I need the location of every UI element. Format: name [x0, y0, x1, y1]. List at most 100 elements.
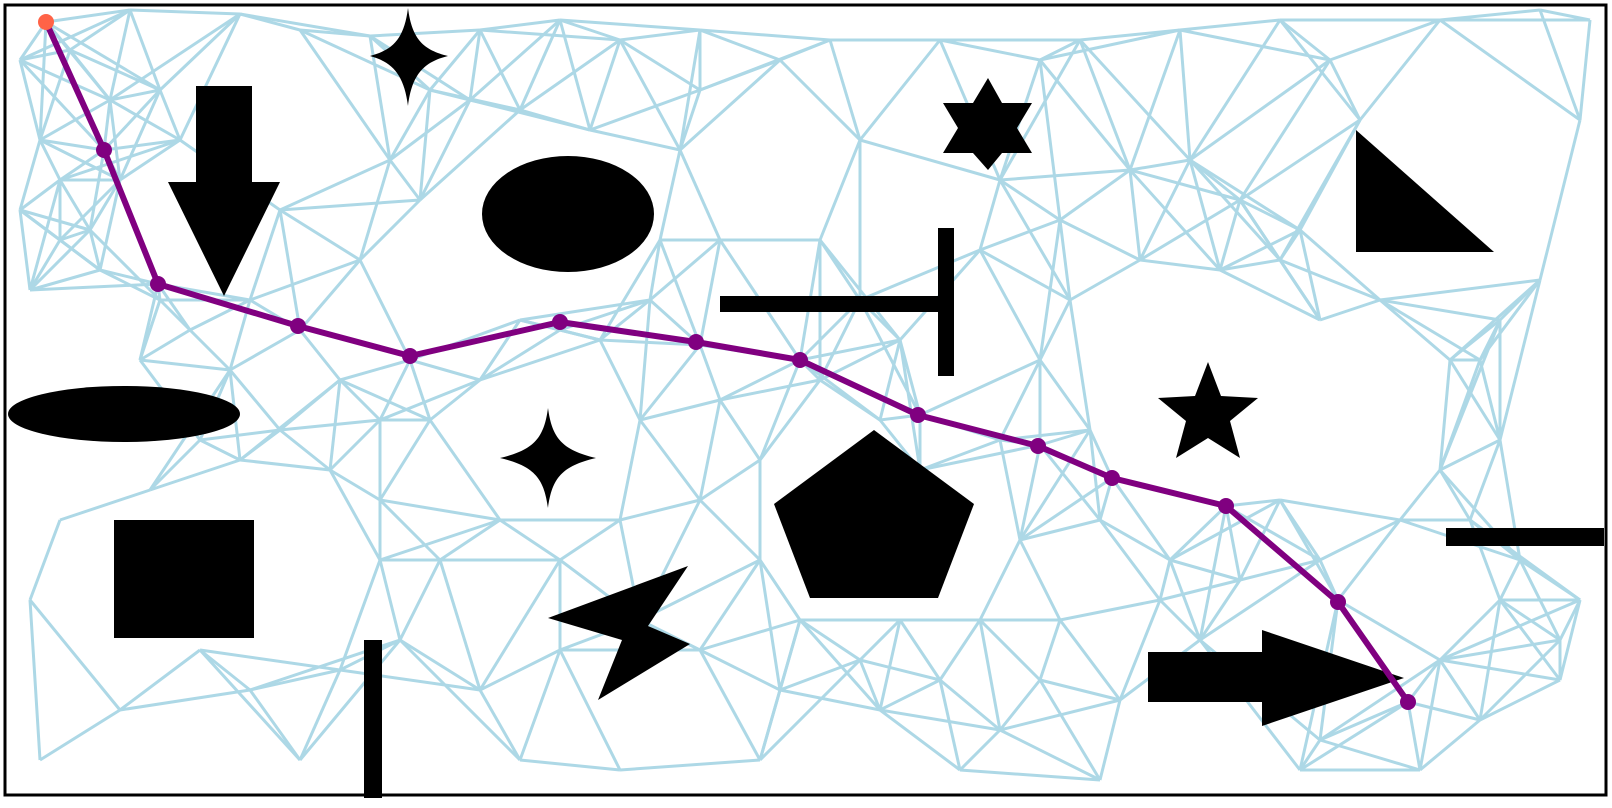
roadmap-edge: [409, 358, 481, 382]
obstacle-bar-vertical: [364, 640, 382, 798]
roadmap-edge: [1168, 559, 1202, 641]
roadmap-edge: [699, 648, 781, 692]
roadmap-edge: [138, 283, 160, 361]
roadmap-edge: [279, 198, 421, 212]
roadmap-edge: [1059, 218, 1141, 262]
roadmap-edge: [279, 208, 361, 262]
roadmap-edge: [109, 98, 181, 142]
roadmap-edge: [1238, 499, 1282, 581]
roadmap-edge: [1219, 228, 1301, 272]
roadmap-edge: [859, 658, 941, 682]
roadmap-edge: [99, 268, 159, 286]
roadmap-edge: [428, 419, 502, 521]
roadmap-edge: [1439, 638, 1561, 662]
roadmap-edge: [1379, 278, 1541, 302]
roadmap-edge: [658, 239, 702, 346]
roadmap-edge: [58, 178, 122, 242]
roadmap-edge: [979, 218, 1061, 252]
roadmap-edge: [858, 39, 942, 141]
roadmap-edge: [248, 689, 302, 761]
roadmap-edge: [639, 398, 721, 422]
roadmap-edge: [1278, 229, 1302, 261]
roadmap-edge: [1188, 19, 1282, 161]
roadmap-edge: [28, 239, 62, 291]
roadmap-edge: [378, 559, 402, 641]
roadmap-edge: [29, 268, 101, 292]
roadmap-edge: [519, 758, 621, 772]
roadmap-edge: [1139, 258, 1221, 272]
roadmap-edge: [559, 328, 601, 342]
roadmap-edge: [1159, 578, 1241, 602]
roadmap-edge: [958, 728, 1002, 772]
roadmap-edge: [139, 358, 231, 372]
roadmap-edge: [1168, 504, 1228, 562]
roadmap-edge: [28, 519, 62, 601]
roadmap-edge: [1449, 318, 1501, 362]
roadmap-edge: [1479, 678, 1561, 722]
roadmap-edge: [45, 8, 131, 24]
roadmap-edge: [439, 518, 501, 562]
roadmap-edge: [559, 518, 621, 562]
roadmap-edge: [1129, 168, 1241, 202]
roadmap-edge: [128, 9, 162, 91]
roadmap-edge: [1337, 598, 1441, 662]
roadmap-edge: [1329, 18, 1441, 62]
roadmap-edge: [1238, 199, 1282, 261]
roadmap-edge: [338, 378, 382, 422]
roadmap-edge: [369, 28, 481, 38]
roadmap-edge: [478, 689, 522, 761]
roadmap-edge: [1058, 619, 1122, 701]
roadmap-edge: [698, 344, 722, 401]
roadmap-edge: [68, 49, 112, 101]
roadmap-edge: [898, 619, 942, 681]
roadmap-edge: [1379, 298, 1451, 362]
roadmap-edge: [518, 19, 562, 111]
roadmap-edge: [998, 679, 1042, 731]
roadmap-edge: [1558, 599, 1582, 681]
roadmap-edge: [1539, 8, 1591, 22]
roadmap-edge: [399, 638, 481, 692]
roadmap-edge: [598, 239, 662, 341]
obstacle-square: [114, 520, 254, 638]
obstacle-right-triangle: [1356, 130, 1494, 252]
roadmap-edge: [328, 469, 382, 561]
roadmap-edge: [339, 668, 481, 692]
path-node: [792, 352, 808, 368]
roadmap-edge: [499, 518, 561, 562]
roadmap-edge: [558, 649, 622, 771]
roadmap-edge: [558, 19, 592, 131]
path-node: [290, 318, 306, 334]
roadmap-edge: [1018, 444, 1042, 541]
roadmap-edge: [998, 179, 1072, 301]
obstacle-lightning: [548, 566, 690, 700]
roadmap-edge: [1418, 659, 1442, 771]
roadmap-edge: [18, 209, 32, 291]
roadmap-edge: [479, 18, 561, 32]
roadmap-edge: [1224, 505, 1242, 581]
roadmap-edge: [99, 268, 161, 302]
roadmap-edge: [978, 539, 1022, 621]
roadmap-edge: [999, 178, 1061, 222]
path-node: [402, 348, 418, 364]
roadmap-edge: [959, 768, 1101, 782]
roadmap-edge: [1225, 498, 1281, 508]
roadmap-edge: [478, 29, 522, 111]
roadmap-edge: [378, 359, 412, 421]
solution-path-line: [43, 19, 1411, 705]
roadmap-edge: [1538, 119, 1582, 281]
roadmap-edge: [719, 358, 801, 402]
roadmap-edge: [1439, 8, 1541, 22]
roadmap-edge: [429, 378, 481, 422]
roadmap-edge: [699, 28, 781, 62]
roadmap-edge: [1019, 518, 1101, 542]
roadmap-edge: [1158, 559, 1172, 601]
path-node: [1400, 694, 1416, 710]
obstacle-hexagram: [943, 78, 1032, 170]
roadmap-edge: [519, 38, 621, 112]
roadmap-edge: [398, 559, 442, 641]
roadmap-edge: [119, 138, 181, 182]
obstacle-ellipse-flat: [8, 386, 240, 442]
roadmap-edge: [1238, 59, 1332, 201]
roadmap-edge: [1038, 59, 1132, 171]
roadmap-edge: [1038, 619, 1062, 681]
